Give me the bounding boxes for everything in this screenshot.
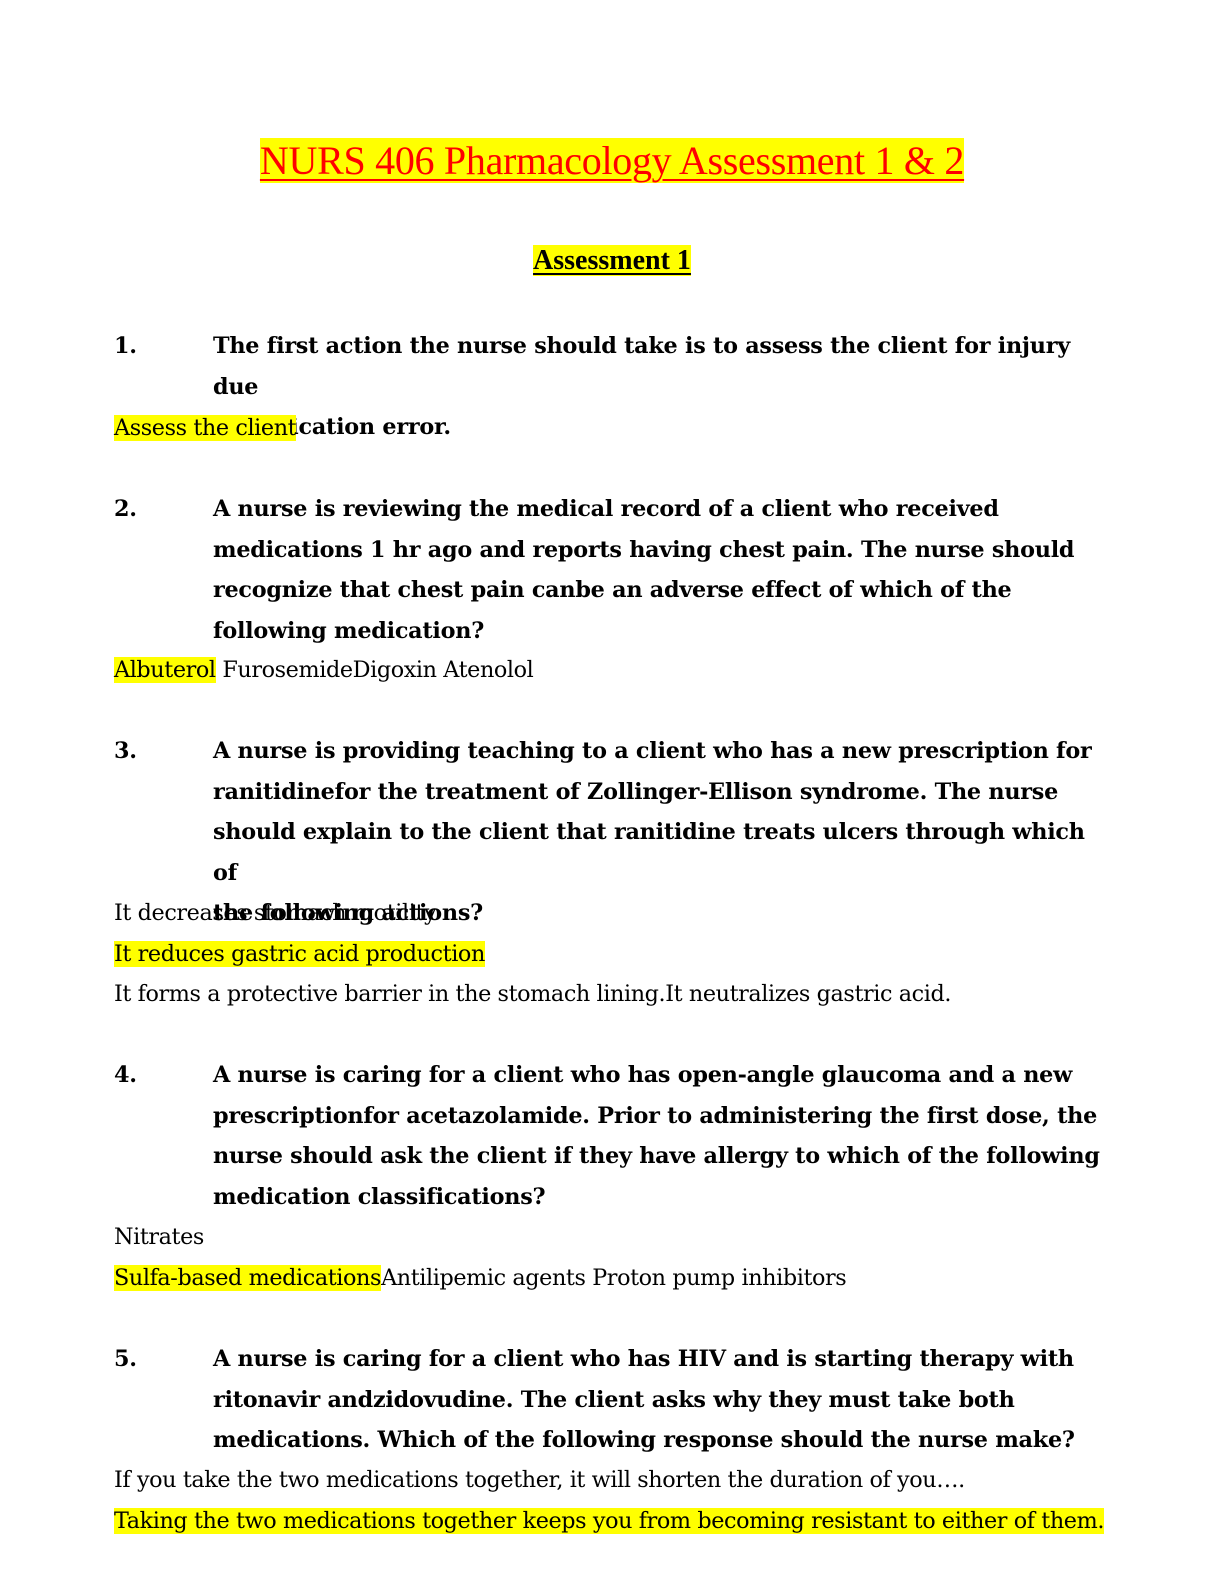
correct-answer: Assess the client xyxy=(114,415,297,441)
question-3: 3. A nurse is providing teaching to a cl… xyxy=(114,731,1114,934)
section-heading: Assessment 1 xyxy=(533,245,691,276)
answer-option: Albuterol FurosemideDigoxin Atenolol xyxy=(114,654,534,686)
answer-text: If you take the two medications together… xyxy=(114,1467,965,1493)
answer-option: It reduces gastric acid production xyxy=(114,938,485,970)
correct-answer: It reduces gastric acid production xyxy=(114,941,485,967)
question-4: 4. A nurse is caring for a client who ha… xyxy=(114,1055,1114,1217)
answer-option: It forms a protective barrier in the sto… xyxy=(114,978,951,1010)
correct-answer: Taking the two medications together keep… xyxy=(114,1508,1105,1534)
question-1: 1. The first action the nurse should tak… xyxy=(114,326,1114,448)
answer-option: Nitrates xyxy=(114,1221,204,1253)
question-text: A nurse is caring for a client who has H… xyxy=(213,1346,1075,1453)
question-text: A nurse is reviewing the medical record … xyxy=(213,496,1075,644)
question-text: A nurse is caring for a client who has o… xyxy=(213,1062,1100,1210)
answer-option: Taking the two medications together keep… xyxy=(114,1505,1104,1537)
answer-text: Antilipemic agents Proton pump inhibitor… xyxy=(381,1265,847,1291)
question-text: The first action the nurse should take i… xyxy=(213,333,1070,440)
answer-text: It decreases stomach motility xyxy=(114,900,437,926)
question-number: 2. xyxy=(114,496,137,522)
answer-text: FurosemideDigoxin Atenolol xyxy=(215,657,534,683)
question-2: 2. A nurse is reviewing the medical reco… xyxy=(114,489,1114,651)
question-text: A nurse is providing teaching to a clien… xyxy=(213,738,1092,926)
question-number: 3. xyxy=(114,738,137,764)
question-5: 5. A nurse is caring for a client who ha… xyxy=(114,1339,1114,1461)
document-title: NURS 406 Pharmacology Assessment 1 & 2 xyxy=(259,138,965,183)
correct-answer: Albuterol xyxy=(114,657,216,683)
answer-text: It forms a protective barrier in the sto… xyxy=(114,981,952,1007)
question-number: 4. xyxy=(114,1062,137,1088)
answer-option: If you take the two medications together… xyxy=(114,1464,965,1496)
question-number: 1. xyxy=(114,333,137,359)
answer-option: Sulfa-based medicationsAntilipemic agent… xyxy=(114,1262,847,1294)
question-number: 5. xyxy=(114,1346,137,1372)
answer-option: It decreases stomach motility xyxy=(114,897,437,929)
correct-answer: Sulfa-based medications xyxy=(114,1265,382,1291)
answer-text: Nitrates xyxy=(114,1224,204,1250)
answer-option: Assess the client xyxy=(114,412,297,444)
